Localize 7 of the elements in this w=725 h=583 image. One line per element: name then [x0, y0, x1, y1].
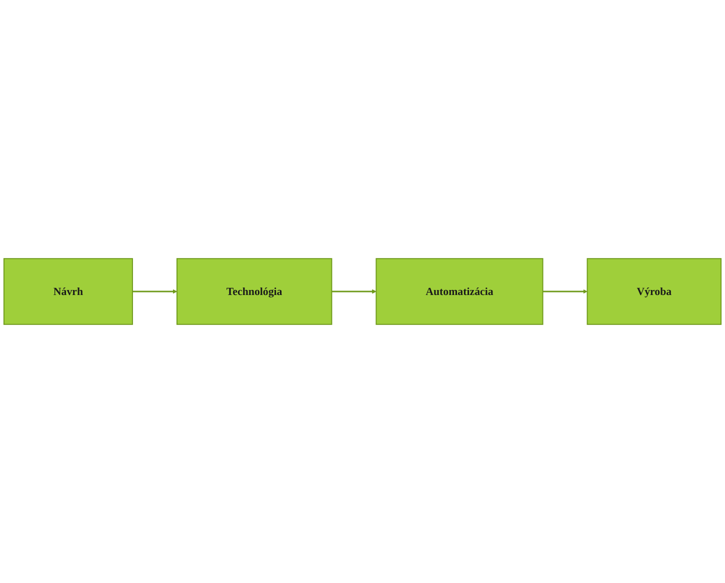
node-box: Výroba [586, 258, 722, 325]
node-box: Technológia [176, 258, 332, 325]
node-box: Automatizácia [376, 258, 544, 325]
arrow [332, 289, 376, 294]
arrow [132, 289, 178, 294]
node-box: Návrh [3, 258, 133, 325]
arrow [542, 289, 588, 294]
